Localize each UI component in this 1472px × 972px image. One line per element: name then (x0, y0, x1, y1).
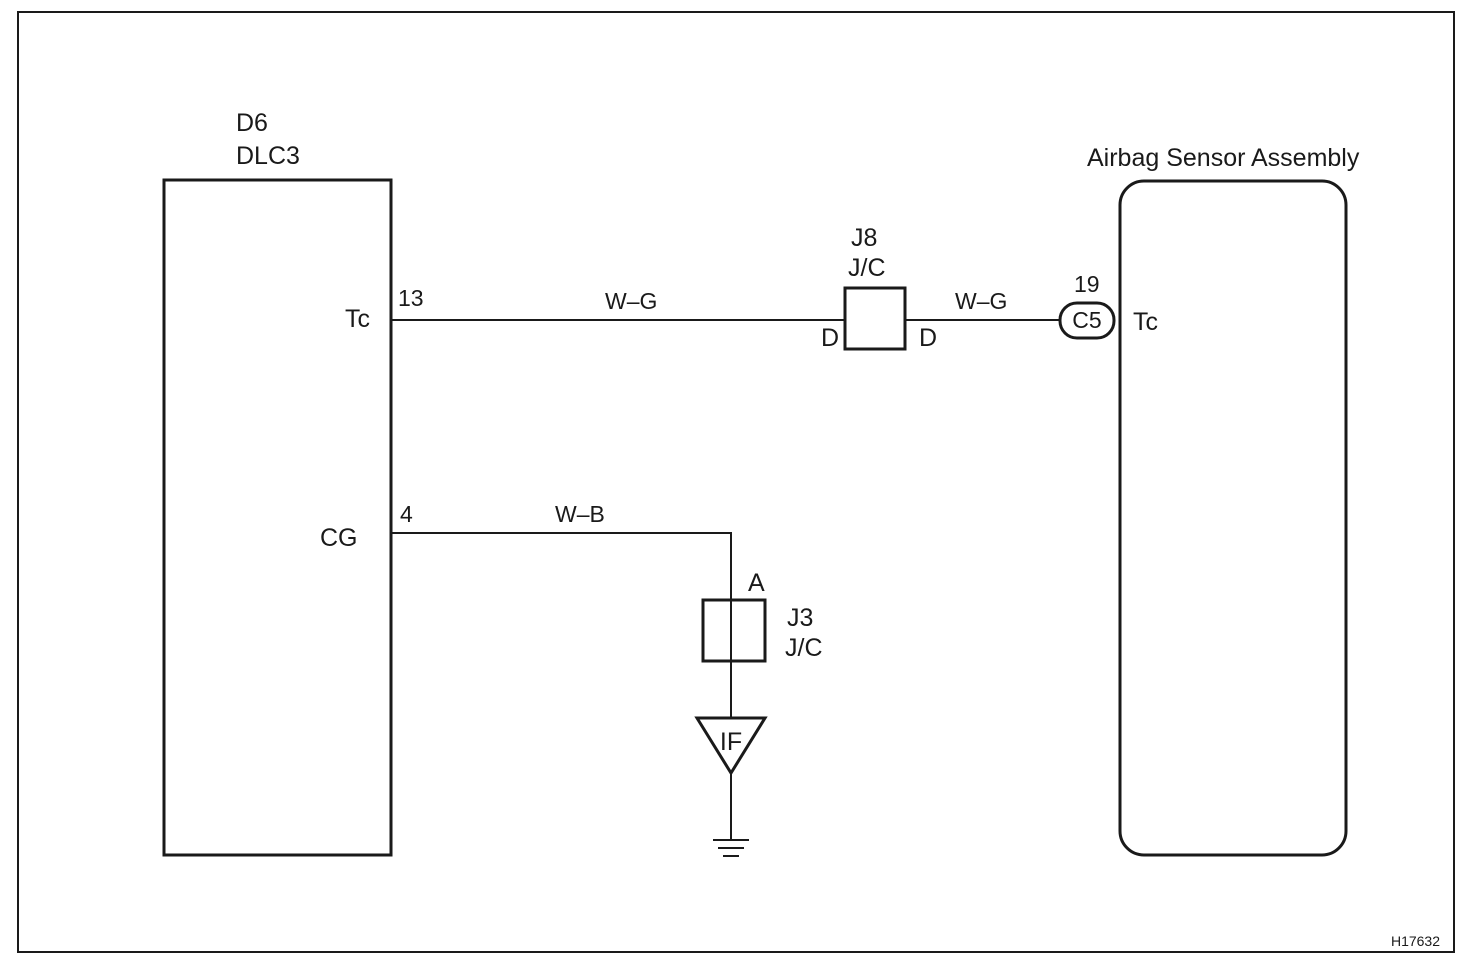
wire-cg-to-j3 (391, 532, 732, 600)
ground-point-triangle (694, 716, 768, 776)
diagram-frame (17, 11, 1455, 953)
dlc3-connector: D6 DLC3 Tc CG 13 4 (162, 109, 424, 857)
ground-point-if: IF (694, 716, 768, 776)
j3-pin: A (748, 569, 765, 597)
dlc3-pin-13: 13 (398, 285, 424, 311)
dlc3-terminal-cg: CG (320, 524, 358, 552)
j8-pin-left: D (821, 324, 839, 352)
j8-type: J/C (848, 254, 886, 282)
airbag-sensor-title: Airbag Sensor Assembly (1087, 144, 1360, 172)
wire-color-label: W–G (955, 288, 1007, 314)
j3-box (701, 598, 767, 663)
wire-color-label: W–G (605, 288, 657, 314)
dlc3-box (162, 178, 393, 857)
ground-point-label: IF (720, 728, 742, 756)
dlc3-pin-4: 4 (400, 501, 413, 527)
dlc3-terminal-tc: Tc (345, 305, 370, 333)
airbag-terminal-tc: Tc (1133, 308, 1158, 336)
figure-code: H17632 (1391, 933, 1440, 949)
j8-pin-right: D (919, 324, 937, 352)
junction-j8: J8 J/C D D (821, 224, 937, 352)
j8-id: J8 (851, 224, 877, 252)
wire-color-label: W–B (555, 501, 605, 527)
connector-c5-code: C5 (1072, 307, 1101, 333)
connector-c5-badge (1058, 301, 1116, 340)
dlc3-name: DLC3 (236, 142, 300, 170)
junction-j3: A J3 J/C (701, 569, 823, 663)
airbag-pin-19: 19 (1074, 271, 1100, 297)
dlc3-connector-code: D6 (236, 109, 268, 137)
j3-type: J/C (785, 634, 823, 662)
airbag-sensor-assembly: Airbag Sensor Assembly C5 19 Tc (1058, 144, 1360, 857)
j3-id: J3 (787, 604, 813, 632)
ground-symbol-icon (713, 839, 749, 857)
airbag-sensor-box (1118, 179, 1348, 857)
j8-box (843, 286, 907, 351)
